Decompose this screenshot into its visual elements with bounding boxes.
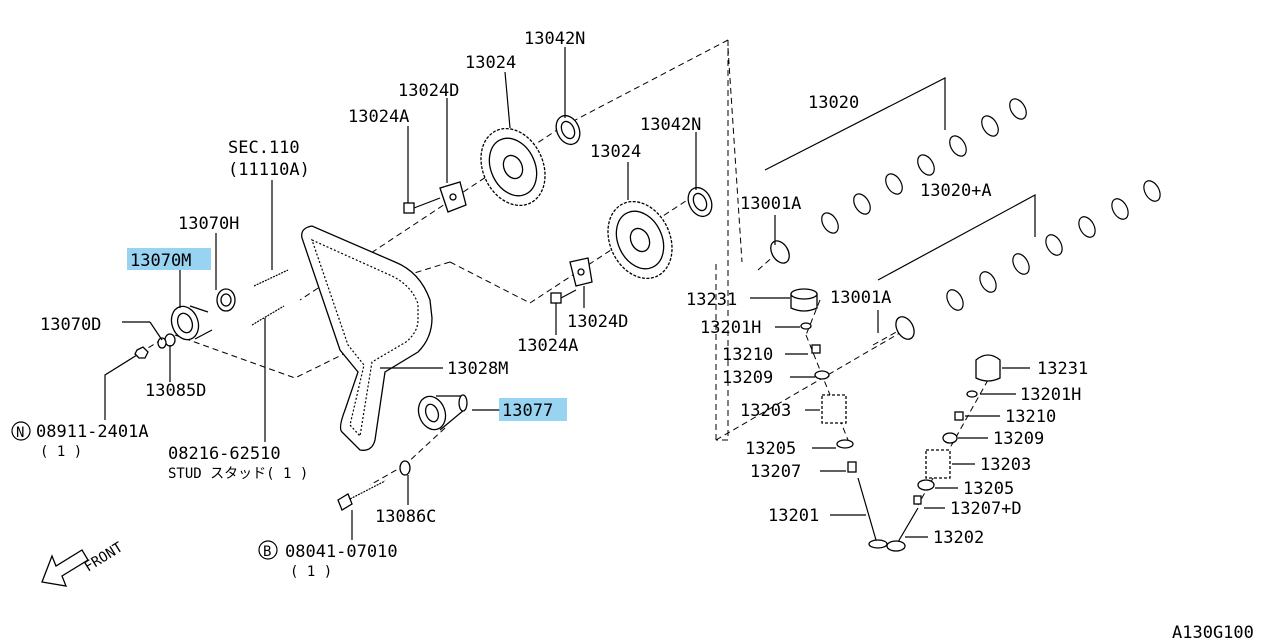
oil-seal-13042N-lower [687, 186, 713, 218]
sprocket-13024-upper [480, 127, 546, 207]
front-arrow: FRONT [41, 539, 127, 587]
label-13042N-lower[interactable]: 13042N [640, 115, 701, 135]
label-13020A[interactable]: 13020+A [920, 181, 992, 201]
b-symbol-text: B [263, 544, 271, 560]
spacer-13070H [216, 288, 236, 312]
label-08911-2401A[interactable]: 08911-2401A [36, 422, 149, 442]
label-13210-right[interactable]: 13210 [1005, 407, 1056, 427]
label-13042N-upper[interactable]: 13042N [524, 29, 585, 49]
plate-13024D-upper [439, 181, 467, 213]
washer-13086C [399, 460, 411, 476]
n-symbol-circle [11, 421, 31, 441]
label-13231-left[interactable]: 13231 [686, 290, 737, 310]
bolt-08041 [337, 480, 386, 511]
diagram-id: A130G100 [1172, 623, 1254, 640]
label-13202[interactable]: 13202 [933, 528, 984, 548]
label-13070H[interactable]: 13070H [178, 214, 239, 234]
highlight-13077 [499, 398, 567, 421]
label-13209-left[interactable]: 13209 [722, 368, 773, 388]
label-13086C[interactable]: 13086C [375, 507, 436, 527]
camshaft-13020 [770, 96, 1036, 264]
label-13203-left[interactable]: 13203 [740, 401, 791, 421]
label-13020[interactable]: 13020 [808, 93, 859, 113]
label-13207-left[interactable]: 13207 [750, 462, 801, 482]
label-13024A-upper[interactable]: 13024A [348, 107, 409, 127]
nut-08911 [134, 346, 149, 359]
label-13203-right[interactable]: 13203 [980, 455, 1031, 475]
valve-train-right [886, 354, 1001, 552]
label-13210-left[interactable]: 13210 [722, 345, 773, 365]
camshaft-13020A [895, 177, 1171, 340]
label-13001A-lower[interactable]: 13001A [830, 288, 891, 308]
label-13028M[interactable]: 13028M [447, 359, 508, 379]
label-13205-right[interactable]: 13205 [963, 479, 1014, 499]
stud-lower [251, 305, 285, 326]
tensioner-pulley-13070M [170, 305, 213, 341]
assembly-dashed-lines [139, 39, 989, 506]
part-labels: 13042N 13024 13024D 13024A SEC.110 (1111… [11, 29, 1088, 580]
label-08041-07010[interactable]: 08041-07010 [285, 542, 398, 562]
label-13207D[interactable]: 13207+D [950, 499, 1022, 519]
n-symbol-text: N [16, 425, 24, 441]
stud-upper [253, 269, 289, 287]
washer-13085D [157, 333, 176, 349]
valve-train-left [790, 288, 888, 549]
label-08216-62510[interactable]: 08216-62510 [168, 444, 281, 464]
leader-lines [104, 47, 1036, 540]
label-13231-right[interactable]: 13231 [1037, 359, 1088, 379]
label-13205-left[interactable]: 13205 [745, 439, 796, 459]
b-symbol-circle [258, 540, 278, 560]
label-13085D[interactable]: 13085D [145, 381, 206, 401]
label-sec110-ref: (11110A) [228, 160, 310, 180]
label-08041-qty: ( 1 ) [290, 564, 332, 580]
label-13070D[interactable]: 13070D [40, 315, 101, 335]
label-13209-right[interactable]: 13209 [993, 429, 1044, 449]
bolt-13024A-upper [403, 197, 441, 214]
label-13024-lower[interactable]: 13024 [590, 142, 641, 162]
idler-pulley-13077 [417, 394, 468, 431]
label-13024-upper[interactable]: 13024 [465, 53, 516, 73]
oil-seal-13042N-upper [555, 114, 581, 146]
front-label: FRONT [82, 539, 127, 575]
label-13201[interactable]: 13201 [768, 506, 819, 526]
bolt-13024A-lower [550, 289, 577, 304]
label-13201H-right[interactable]: 13201H [1020, 385, 1081, 405]
timing-belt [301, 225, 433, 451]
sprocket-13024-lower [607, 200, 673, 280]
label-13077[interactable]: 13077 [502, 401, 553, 421]
label-stud-desc: STUD スタッド( 1 ) [168, 466, 308, 482]
label-13024D-lower[interactable]: 13024D [567, 312, 628, 332]
plate-13024D-lower [569, 257, 593, 287]
label-13024A-lower[interactable]: 13024A [517, 336, 578, 356]
label-13024D-upper[interactable]: 13024D [398, 81, 459, 101]
label-13001A-upper[interactable]: 13001A [740, 194, 801, 214]
highlight-13070M [127, 248, 211, 270]
label-13201H-left[interactable]: 13201H [700, 318, 761, 338]
label-13070M[interactable]: 13070M [130, 251, 191, 271]
label-sec110[interactable]: SEC.110 [228, 138, 300, 158]
label-08911-qty: ( 1 ) [40, 444, 82, 460]
